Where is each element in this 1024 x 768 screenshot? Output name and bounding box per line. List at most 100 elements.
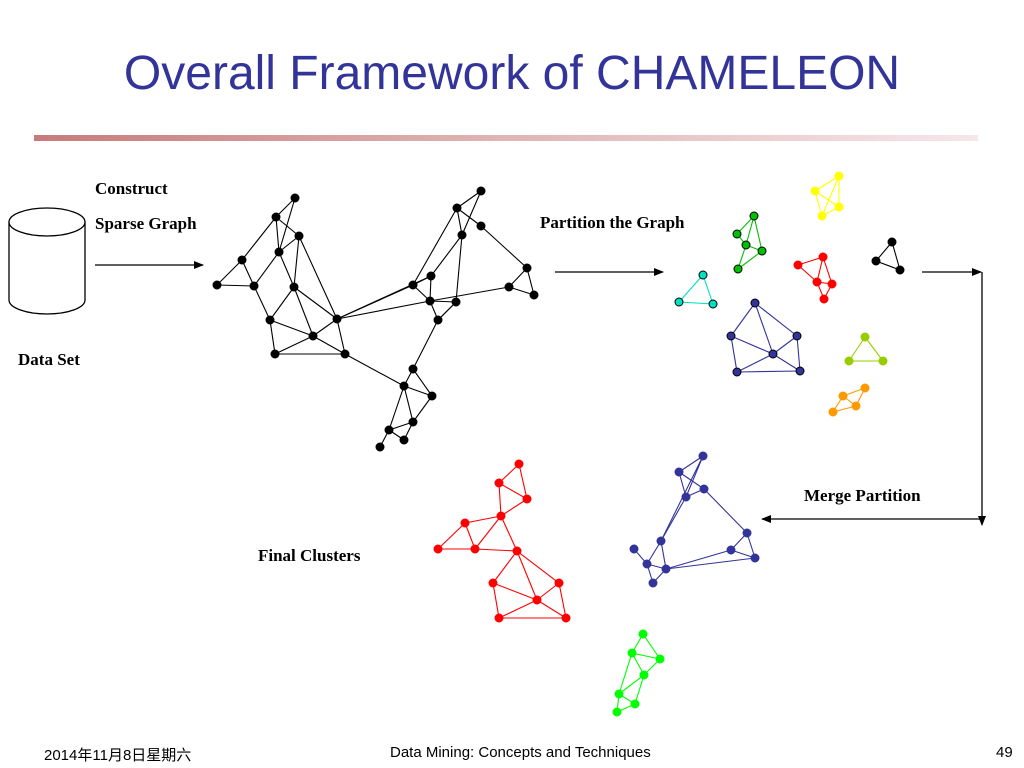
graph-node bbox=[638, 629, 648, 639]
graph-node bbox=[639, 670, 649, 680]
graph-edge bbox=[754, 302, 798, 337]
graph-node bbox=[726, 545, 736, 555]
graph-edge bbox=[536, 582, 560, 601]
merge-arrow-connector bbox=[761, 268, 986, 526]
graph-edge bbox=[754, 302, 774, 355]
graph-edge bbox=[848, 336, 866, 362]
graph-node bbox=[612, 707, 622, 717]
graph-edge bbox=[678, 455, 704, 473]
graph-edge bbox=[492, 582, 538, 601]
partition-lime bbox=[844, 332, 888, 366]
graph-edge bbox=[429, 286, 510, 302]
graph-node bbox=[642, 559, 652, 569]
graph-node bbox=[476, 221, 486, 231]
graph-node bbox=[294, 231, 304, 241]
graph-edge bbox=[336, 284, 414, 320]
graph-node bbox=[656, 536, 666, 546]
graph-node bbox=[237, 255, 247, 265]
graph-node bbox=[648, 578, 658, 588]
graph-node bbox=[494, 478, 504, 488]
graph-edge bbox=[253, 285, 271, 321]
graph-node bbox=[834, 202, 844, 212]
database-cylinder-icon bbox=[8, 207, 86, 315]
graph-node bbox=[792, 331, 802, 341]
graph-edge bbox=[412, 368, 433, 397]
graph-node bbox=[699, 484, 709, 494]
graph-node bbox=[270, 349, 280, 359]
graph-node bbox=[674, 467, 684, 477]
graph-edge bbox=[665, 557, 756, 570]
graph-edge bbox=[745, 215, 755, 246]
graph-node bbox=[340, 349, 350, 359]
graph-node bbox=[457, 230, 467, 240]
partition-orange bbox=[828, 383, 870, 417]
partition-red bbox=[793, 252, 837, 304]
graph-edge bbox=[274, 335, 314, 355]
graph-edge bbox=[498, 482, 502, 517]
graph-edge bbox=[269, 319, 276, 355]
graph-edge bbox=[703, 488, 748, 534]
graph-node bbox=[655, 654, 665, 664]
graph-edge bbox=[216, 259, 243, 286]
graph-node bbox=[375, 442, 385, 452]
graph-edge bbox=[275, 216, 300, 237]
title-divider bbox=[34, 135, 978, 141]
graph-node bbox=[426, 271, 436, 281]
graph-edge bbox=[293, 235, 300, 288]
final-clusters-label: Final Clusters bbox=[258, 546, 361, 565]
graph-edge bbox=[642, 633, 661, 660]
graph-edge bbox=[516, 550, 560, 584]
graph-node bbox=[871, 256, 881, 266]
graph-node bbox=[433, 315, 443, 325]
graph-edge bbox=[772, 335, 798, 355]
graph-node bbox=[399, 435, 409, 445]
graph-edge bbox=[516, 550, 538, 601]
graph-node bbox=[860, 383, 870, 393]
graph-edge bbox=[500, 498, 528, 517]
graph-node bbox=[494, 613, 504, 623]
graph-edge bbox=[558, 582, 567, 619]
graph-edge bbox=[821, 175, 840, 217]
cluster-red bbox=[433, 459, 571, 623]
graph-node bbox=[732, 367, 742, 377]
graph-node bbox=[452, 203, 462, 213]
graph-edge bbox=[665, 549, 732, 570]
sparse-graph bbox=[212, 186, 539, 452]
graph-node bbox=[698, 451, 708, 461]
graph-edge bbox=[814, 190, 840, 208]
graph-node bbox=[812, 277, 822, 287]
graph-node bbox=[708, 299, 718, 309]
graph-node bbox=[895, 265, 905, 275]
graph-edge bbox=[464, 522, 476, 550]
graph-node bbox=[795, 366, 805, 376]
graph-edge bbox=[456, 207, 482, 227]
graph-node bbox=[451, 297, 461, 307]
graph-node bbox=[271, 212, 281, 222]
cluster-green bbox=[612, 629, 665, 717]
graph-edge bbox=[336, 318, 346, 355]
partition-green bbox=[732, 211, 767, 274]
graph-edge bbox=[891, 241, 901, 271]
graph-edge bbox=[737, 250, 763, 270]
graph-node bbox=[742, 528, 752, 538]
graph-node bbox=[332, 314, 342, 324]
graph-node bbox=[425, 296, 435, 306]
graph-edge bbox=[412, 395, 433, 423]
graph-edge bbox=[312, 335, 346, 355]
graph-edge bbox=[730, 302, 756, 337]
graph-edge bbox=[480, 225, 528, 269]
graph-node bbox=[274, 247, 284, 257]
graph-node bbox=[627, 648, 637, 658]
graph-node bbox=[732, 229, 742, 239]
graph-node bbox=[289, 282, 299, 292]
graph-node bbox=[561, 613, 571, 623]
graph-edge bbox=[275, 216, 280, 253]
partition-navy bbox=[726, 298, 805, 377]
graph-node bbox=[504, 282, 514, 292]
graph-edge bbox=[702, 274, 714, 305]
graph-node bbox=[470, 544, 480, 554]
graph-edge bbox=[269, 319, 314, 337]
graph-edge bbox=[293, 286, 338, 320]
graph-node bbox=[460, 518, 470, 528]
